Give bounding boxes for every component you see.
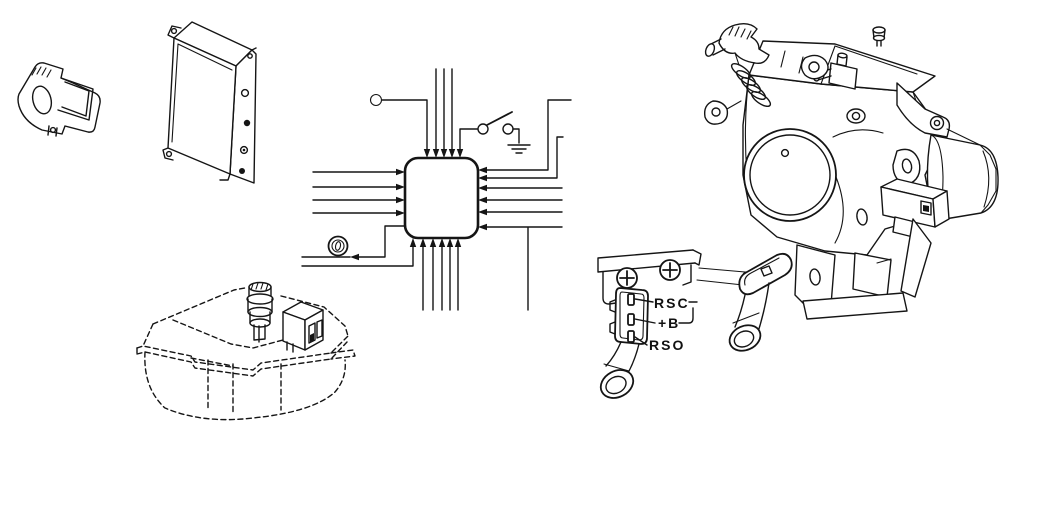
switch-icon bbox=[477, 111, 520, 144]
schematic-arrowheads bbox=[350, 149, 487, 261]
throttle-position-sensor-figure bbox=[17, 62, 101, 137]
throttle-body-figure bbox=[703, 22, 999, 352]
phillips-screw-icon bbox=[659, 259, 681, 281]
tank-relay-icon bbox=[282, 301, 324, 353]
ecu-block-icon bbox=[403, 156, 480, 240]
pin-label-rso: RSO bbox=[649, 337, 685, 353]
ecu-box-icon bbox=[162, 21, 257, 184]
pin-label-rsc: RSC bbox=[654, 295, 690, 311]
lamp-icon bbox=[327, 235, 349, 257]
hose-icon bbox=[599, 341, 640, 399]
pin-label-b-plus: +B bbox=[658, 315, 680, 331]
return-spring-icon bbox=[730, 62, 772, 108]
phillips-screw-icon bbox=[616, 267, 638, 289]
connector-detail-figure: RSC +B RSO bbox=[597, 249, 751, 399]
ecu-module-figure bbox=[162, 21, 257, 184]
wiring-schematic-figure bbox=[301, 68, 572, 311]
tank-outline-icon bbox=[136, 287, 356, 421]
reservoir-tank-figure bbox=[136, 281, 356, 421]
throttle-body-icon bbox=[703, 22, 999, 352]
ground-icon bbox=[507, 144, 531, 154]
schematic-wires bbox=[301, 68, 572, 311]
terminal-icon bbox=[369, 93, 383, 107]
tank-sensor-icon bbox=[246, 281, 274, 343]
label-leader-lines bbox=[634, 298, 698, 346]
isc-connector-icon bbox=[609, 287, 649, 345]
sensor-body-icon bbox=[17, 62, 101, 137]
